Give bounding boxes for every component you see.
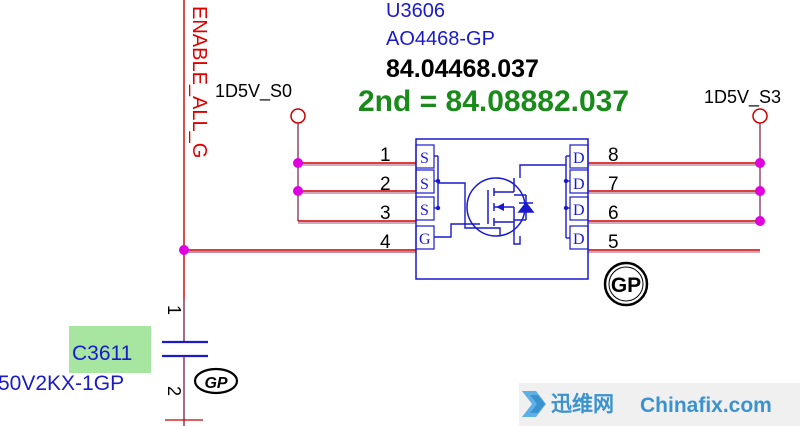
left-rail-junction-2 [293, 186, 303, 196]
mosfet-gp-badge-text: GP [611, 274, 641, 297]
pin-6-number: 6 [608, 203, 619, 224]
pin-5-number: 5 [608, 232, 619, 253]
mosfet-symbol [466, 177, 535, 237]
mosfet-gp-badge: GP [603, 261, 649, 307]
pin-8-label: D [573, 150, 585, 167]
right-rail-label: 1D5V_S3 [704, 87, 781, 108]
pin-7-label: D [573, 176, 585, 193]
pin-4-label: G [419, 231, 431, 248]
pin-7-number: 7 [608, 174, 619, 195]
capacitor-refdes: C3611 [72, 342, 132, 365]
right-rail-junction-1 [755, 158, 765, 168]
pin-1-number: 1 [380, 145, 391, 166]
left-rail-label: 1D5V_S0 [215, 81, 292, 102]
capacitor-refdes-highlight [69, 326, 151, 373]
right-rail-port [752, 108, 768, 124]
capacitor-value: 50V2KX-1GP [0, 372, 124, 395]
capacitor-pin1: 1 [164, 305, 184, 315]
capacitor-pin2: 2 [164, 386, 184, 396]
pin-6-label: D [573, 202, 585, 219]
left-rail-junction-1 [293, 158, 303, 168]
component-refdes: U3606 [386, 0, 445, 22]
pin-3-label: S [420, 202, 429, 219]
capacitor: 1 2 C3611 50V2KX-1GP [0, 300, 208, 426]
left-rail-port [290, 108, 306, 124]
component-pn: 84.04468.037 [386, 55, 539, 83]
pin-3-number: 3 [380, 203, 391, 224]
pin-8-number: 8 [608, 145, 619, 166]
component-part: AO4468-GP [386, 28, 495, 50]
pin-1-label: S [420, 150, 429, 167]
pin-2-label: S [420, 176, 429, 193]
gate-wire [179, 245, 416, 255]
capacitor-gp-badge-text: GP [204, 375, 227, 392]
watermark: 迅维网 Chinafix.com [519, 383, 800, 426]
capacitor-gp-badge: GP [193, 367, 239, 395]
component-labels: U3606 AO4468-GP 84.04468.037 2nd = 84.08… [358, 0, 629, 118]
pin-2-number: 2 [380, 174, 391, 195]
enable-net-label: ENABLE_ALL_G [188, 6, 210, 158]
right-rail-junction-2 [755, 186, 765, 196]
watermark-en: Chinafix.com [640, 394, 772, 417]
right-rail-net: 1D5V_S3 [588, 87, 781, 253]
enable-net: ENABLE_ALL_G [183, 0, 210, 300]
gate-junction [179, 245, 189, 255]
pin-4-number: 4 [380, 232, 391, 253]
watermark-logo-icon [522, 391, 546, 417]
component-alt-pn: 2nd = 84.08882.037 [358, 85, 629, 118]
left-rail-net: 1D5V_S0 [215, 81, 416, 224]
right-rail-junction-3 [755, 216, 765, 226]
mosfet-internal-wiring [434, 155, 570, 245]
mosfet-package: S S S G D D D D 1 2 3 4 8 7 6 5 [380, 138, 619, 280]
pin-5-label: D [573, 231, 585, 248]
watermark-cn: 迅维网 [551, 392, 614, 416]
